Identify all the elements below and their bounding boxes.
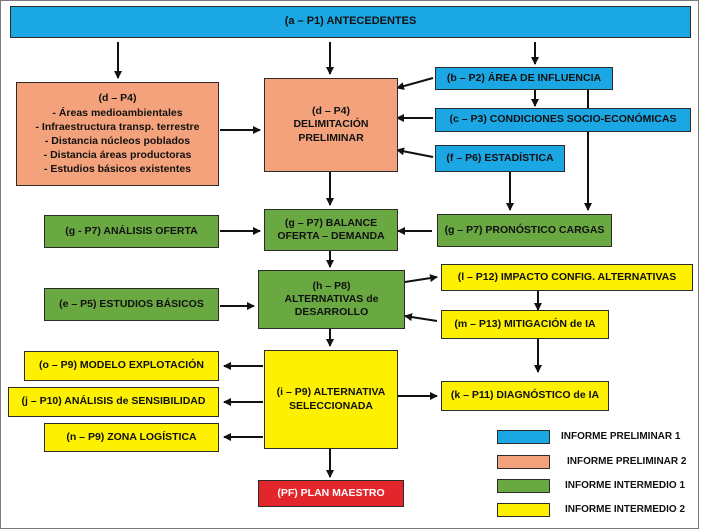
node-sensibilidad-label: (j – P10) ANÁLISIS de SENSIBILIDAD xyxy=(21,395,206,408)
node-area-influencia: (b – P2) ÁREA DE INFLUENCIA xyxy=(435,67,613,90)
node-analisis-oferta: (g - P7) ANÁLISIS OFERTA xyxy=(44,215,219,248)
node-plan-maestro-label: (PF) PLAN MAESTRO xyxy=(277,486,385,499)
delimitacion-line: DELIMITACIÓN xyxy=(293,118,369,131)
legend-swatch-preliminar-2 xyxy=(497,455,550,469)
node-diagnostico-label: (k – P11) DIAGNÓSTICO de IA xyxy=(450,389,600,402)
dp4-list-item: - Estudios básicos existentes xyxy=(43,163,192,176)
legend-swatch-intermedio-1 xyxy=(497,479,550,493)
node-zona-logistica: (n – P9) ZONA LOGÍSTICA xyxy=(44,423,219,452)
node-pronostico-label: (g – P7) PRONÓSTICO CARGAS xyxy=(444,223,605,236)
node-modelo-explotacion: (o – P9) MODELO EXPLOTACIÓN xyxy=(24,351,219,381)
node-dp4-criterios: (d – P4) - Áreas medioambientales - Infr… xyxy=(16,82,219,186)
legend-swatch-intermedio-2 xyxy=(497,503,550,517)
node-estadistica-label: (f – P6) ESTADÍSTICA xyxy=(446,151,554,164)
arrow-area-delimitacion xyxy=(396,77,434,90)
arrow-estadistica-delimitacion xyxy=(396,147,434,158)
seleccionada-line: SELECCIONADA xyxy=(288,399,373,412)
node-pronostico: (g – P7) PRONÓSTICO CARGAS xyxy=(437,214,612,247)
node-balance: (g – P7) BALANCE OFERTA – DEMANDA xyxy=(264,209,398,251)
node-estudios-basicos: (e – P5) ESTUDIOS BÁSICOS xyxy=(44,288,219,321)
node-mitigacion-label: (m – P13) MITIGACIÓN de IA xyxy=(454,317,596,330)
alternativas-line: (h – P8) xyxy=(312,279,351,292)
node-analisis-oferta-label: (g - P7) ANÁLISIS OFERTA xyxy=(65,224,198,237)
legend-label: INFORME INTERMEDIO 2 xyxy=(565,504,686,515)
node-diagnostico: (k – P11) DIAGNÓSTICO de IA xyxy=(441,381,609,411)
node-condiciones-label: (c – P3) CONDICIONES SOCIO-ECONÓMICAS xyxy=(449,113,677,126)
delimitacion-line: (d – P4) xyxy=(312,105,350,118)
dp4-list-item: - Áreas medioambientales xyxy=(52,106,183,119)
node-impacto: (l – P12) IMPACTO CONFIG. ALTERNATIVAS xyxy=(441,264,693,291)
legend-swatch-preliminar-1 xyxy=(497,430,550,444)
alternativas-line: ALTERNATIVAS de xyxy=(284,292,379,305)
node-alternativas: (h – P8) ALTERNATIVAS de DESARROLLO xyxy=(258,270,405,329)
node-zona-label: (n – P9) ZONA LOGÍSTICA xyxy=(66,430,197,443)
node-condiciones: (c – P3) CONDICIONES SOCIO-ECONÓMICAS xyxy=(435,108,691,132)
legend-label: INFORME PRELIMINAR 1 xyxy=(561,431,681,442)
dp4-list-item: - Distancia núcleos poblados xyxy=(44,135,191,147)
node-modelo-label: (o – P9) MODELO EXPLOTACIÓN xyxy=(39,359,204,372)
balance-line: (g – P7) BALANCE xyxy=(284,216,378,229)
dp4-list-item: - Infraestructura transp. terrestre xyxy=(35,120,200,133)
node-area-influencia-label: (b – P2) ÁREA DE INFLUENCIA xyxy=(446,71,602,84)
node-sensibilidad: (j – P10) ANÁLISIS de SENSIBILIDAD xyxy=(8,387,219,417)
dp4-list-title: (d – P4) xyxy=(98,92,137,105)
delimitacion-line: PRELIMINAR xyxy=(298,131,364,144)
node-delimitacion: (d – P4) DELIMITACIÓN PRELIMINAR xyxy=(264,78,398,172)
legend-label: INFORME INTERMEDIO 1 xyxy=(565,480,686,491)
node-antecedentes-label: (a – P1) ANTECEDENTES xyxy=(284,15,417,28)
node-seleccionada: (i – P9) ALTERNATIVA SELECCIONADA xyxy=(264,350,398,449)
dp4-list-item: - Distancia áreas productoras xyxy=(43,149,192,162)
arrow-alternativas-impacto xyxy=(404,274,438,283)
node-estudios-basicos-label: (e – P5) ESTUDIOS BÁSICOS xyxy=(59,297,204,310)
node-antecedentes: (a – P1) ANTECEDENTES xyxy=(10,6,691,38)
node-estadistica: (f – P6) ESTADÍSTICA xyxy=(435,145,565,172)
node-plan-maestro: (PF) PLAN MAESTRO xyxy=(258,480,404,507)
alternativas-line: DESARROLLO xyxy=(294,306,369,319)
arrow-mitigacion-alternativas xyxy=(404,313,438,322)
node-impacto-label: (l – P12) IMPACTO CONFIG. ALTERNATIVAS xyxy=(457,270,677,283)
legend-label: INFORME PRELIMINAR 2 xyxy=(567,456,687,467)
balance-line: OFERTA – DEMANDA xyxy=(277,230,385,242)
seleccionada-line: (i – P9) ALTERNATIVA xyxy=(276,386,386,399)
node-mitigacion: (m – P13) MITIGACIÓN de IA xyxy=(441,310,609,339)
